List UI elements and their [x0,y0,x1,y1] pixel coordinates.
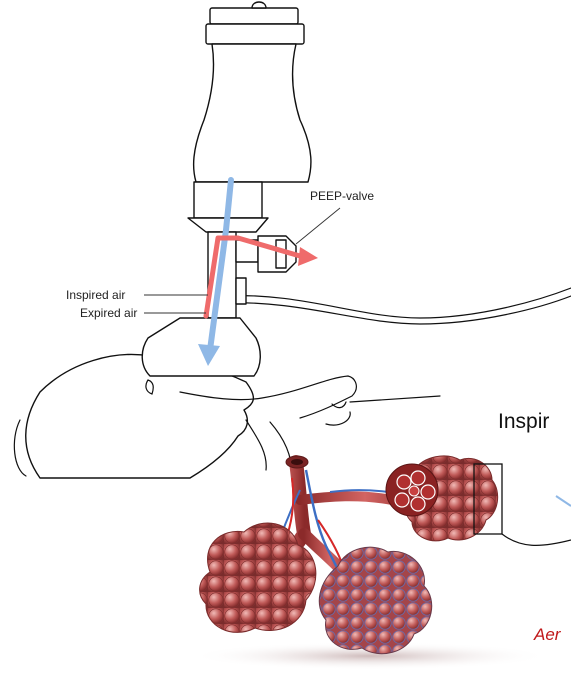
side-nozzle [236,278,246,304]
bag-cap [210,8,298,24]
alveoli-cross-section [386,464,438,516]
alveoli-illustration [190,446,571,670]
breathing-tube [224,288,571,324]
aeration-label-cut: Aer [533,625,562,644]
bag-body [194,44,311,182]
expired-air-label: Expired air [80,306,137,320]
tube-line-upper [224,288,571,318]
zoom-leader-line [502,534,571,545]
expired-air-arrowhead [298,247,318,266]
peep-valve-leader [296,208,340,244]
chest-mark [326,412,350,425]
inspired-air-label: Inspired air [66,288,125,302]
torso-line [350,396,440,402]
inspiration-heading-cut: Inspir [498,410,549,433]
bronchus-lumen [291,459,303,465]
body-line [14,420,26,476]
shoulder-line [246,420,266,470]
bag-ring [206,24,304,44]
peep-valve-label: PEEP-valve [310,189,374,203]
resuscitation-bag [142,2,311,376]
tube-line-lower [224,296,571,324]
bag-cap-knob [252,2,266,8]
inspired-arrow-cut [556,496,571,506]
